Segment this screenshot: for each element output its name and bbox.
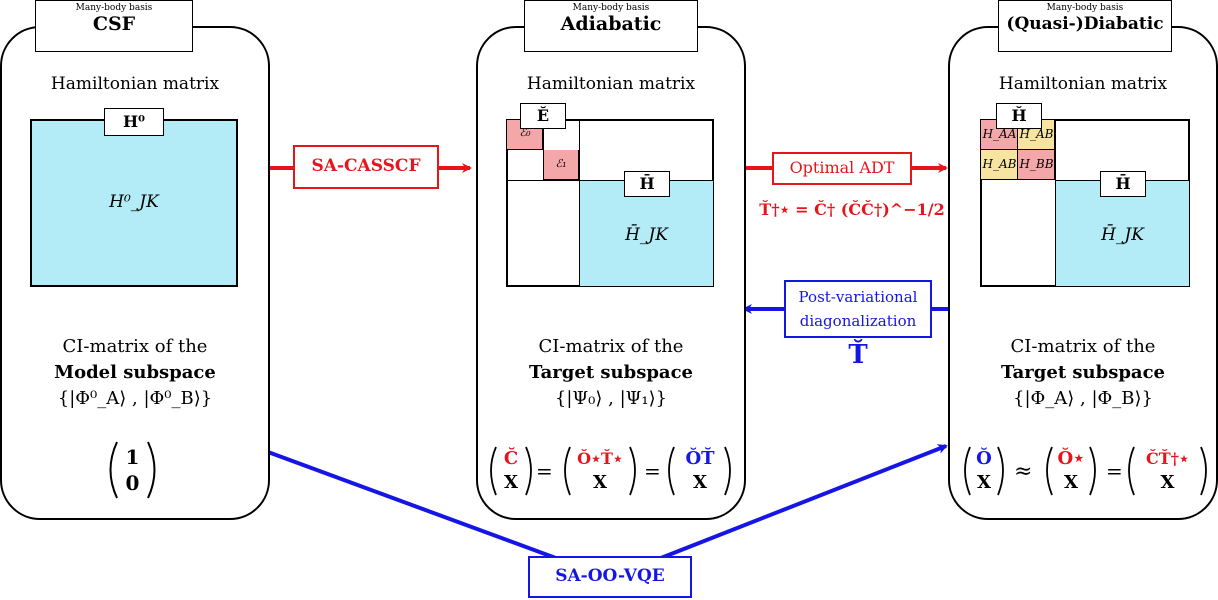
- diabatic-eq-ct-vector: C̆T̆†⋆ X: [1134, 447, 1201, 495]
- post-variational-label: Post-variational diagonalization: [784, 280, 932, 338]
- adiabatic-subblock: [580, 180, 713, 286]
- diabatic-eq-ct: C̆T̆†⋆: [1145, 449, 1190, 468]
- csf-title: CSF: [92, 13, 136, 35]
- diabatic-matrix-tag: H̆: [996, 103, 1042, 129]
- csf-block-label: H⁰_JK: [109, 192, 159, 212]
- diabatic-hba-label: H_AB: [982, 157, 1017, 171]
- sa-casscf-label: SA-CASSCF: [293, 145, 439, 189]
- adiabatic-eq-equals-2: =: [644, 459, 661, 483]
- adiabatic-divider-v1: [543, 120, 544, 180]
- diabatic-eq-x1: X: [977, 472, 991, 493]
- csf-ci-line2: Model subspace: [54, 362, 216, 383]
- post-variational-line1: Post-variational: [798, 288, 918, 306]
- diabatic-eq-o-blue: Ŏ: [976, 448, 992, 469]
- adiabatic-matrix-tag: Ĕ: [520, 103, 566, 129]
- diabatic-title: (Quasi-)Diabatic: [1006, 14, 1164, 34]
- csf-basis-label: Many-body basis: [75, 3, 153, 13]
- adiabatic-eq-ot-red-vector: Ŏ⋆T̆⋆ X: [568, 447, 632, 495]
- sa-oo-vqe-label: SA-OO-VQE: [528, 556, 692, 598]
- diabatic-divider-v: [1055, 120, 1056, 286]
- adiabatic-basis-label: Many-body basis: [572, 3, 650, 13]
- csf-ci-line1: CI-matrix of the: [62, 336, 208, 357]
- diabatic-eq-equals: =: [1106, 459, 1123, 483]
- adiabatic-eq-c-vector: C̆ X: [496, 447, 526, 495]
- adiabatic-ci-text: CI-matrix of the Target subspace {|Ψ₀⟩ ,…: [476, 334, 746, 412]
- csf-vector-bottom: 0: [125, 471, 140, 495]
- adiabatic-ci-line3: {|Ψ₀⟩ , |Ψ₁⟩}: [554, 388, 668, 409]
- diabatic-ci-line1: CI-matrix of the: [1010, 336, 1156, 357]
- t-breve-label: T̆: [848, 340, 868, 370]
- adiabatic-eig0-label: ℰ₀: [519, 126, 531, 139]
- adiabatic-eq-x1: X: [504, 472, 518, 493]
- csf-basis-tag: Many-body basis CSF: [35, 0, 193, 52]
- diabatic-eq-o-red-vector: Ŏ⋆ X: [1052, 447, 1090, 495]
- diabatic-eq-o-blue-vector: Ŏ X: [970, 447, 998, 495]
- diabatic-ci-line3: {|Φ_A⟩ , |Φ_B⟩}: [1013, 388, 1153, 409]
- adiabatic-subblock-tag: H̄: [624, 171, 670, 197]
- adiabatic-eq-ot-red: Ŏ⋆T̆⋆: [577, 449, 623, 468]
- adiabatic-eq-x2: X: [593, 472, 607, 493]
- diabatic-hba-cell: [981, 150, 1018, 180]
- diabatic-ci-text: CI-matrix of the Target subspace {|Φ_A⟩ …: [948, 334, 1218, 412]
- adiabatic-eig1-cell: [543, 150, 579, 180]
- diabatic-basis-tag: Many-body basis (Quasi-)Diabatic: [998, 0, 1172, 52]
- diabatic-eq-approx: ≈: [1014, 459, 1033, 484]
- diabatic-haa-label: H_AA: [982, 127, 1017, 141]
- diabatic-eq-x2: X: [1064, 472, 1078, 493]
- csf-ci-line3: {|Φ⁰_A⟩ , |Φ⁰_B⟩}: [57, 388, 213, 409]
- diabatic-subblock-tag: H̄: [1100, 171, 1146, 197]
- adiabatic-divider-v2: [579, 120, 580, 286]
- diabatic-eq-o-red: Ŏ⋆: [1057, 448, 1085, 469]
- adiabatic-ci-line2: Target subspace: [528, 362, 694, 383]
- adiabatic-ci-line1: CI-matrix of the: [538, 336, 684, 357]
- diabatic-eq-x3: X: [1160, 472, 1175, 493]
- csf-ci-text: CI-matrix of the Model subspace {|Φ⁰_A⟩ …: [0, 334, 270, 412]
- adiabatic-eq-c: C̆: [503, 448, 519, 469]
- adt-formula: T̆†⋆ = C̆† (C̆C̆†)^−1/2: [759, 200, 945, 219]
- csf-matrix-tag: H⁰: [104, 108, 164, 136]
- diabatic-hbb-label: H_BB: [1019, 157, 1054, 171]
- csf-hamiltonian-matrix: [30, 119, 238, 287]
- adiabatic-eq-x3: X: [693, 472, 707, 493]
- csf-hamiltonian-label: Hamiltonian matrix: [50, 74, 220, 94]
- csf-vector-top: 1: [125, 445, 140, 469]
- adiabatic-divider-h1: [507, 180, 579, 181]
- adiabatic-block-label: H̄_JK: [625, 225, 668, 245]
- adiabatic-eq-ot-blue: ŎT̆: [685, 448, 715, 469]
- diabatic-hamiltonian-label: Hamiltonian matrix: [998, 74, 1168, 94]
- post-variational-line2: diagonalization: [799, 312, 917, 330]
- adiabatic-hamiltonian-label: Hamiltonian matrix: [526, 74, 696, 94]
- csf-ci-vector: 1 0: [110, 444, 155, 496]
- adiabatic-eq-equals-1: =: [536, 459, 553, 483]
- adiabatic-eq-ot-blue-vector: ŎT̆ X: [674, 447, 726, 495]
- diabatic-ci-line2: Target subspace: [1000, 362, 1166, 383]
- adiabatic-basis-tag: Many-body basis Adiabatic: [524, 0, 698, 52]
- diabatic-basis-label: Many-body basis: [1046, 3, 1124, 13]
- optimal-adt-label: Optimal ADT: [772, 152, 912, 185]
- adiabatic-title: Adiabatic: [560, 13, 662, 35]
- diabatic-hab-label: H_AB: [1019, 127, 1054, 141]
- diabatic-block-label: H̄_JK: [1101, 225, 1144, 245]
- diabatic-hbb-cell: [1018, 150, 1055, 180]
- adiabatic-eig1-label: ℰ₁: [555, 157, 567, 170]
